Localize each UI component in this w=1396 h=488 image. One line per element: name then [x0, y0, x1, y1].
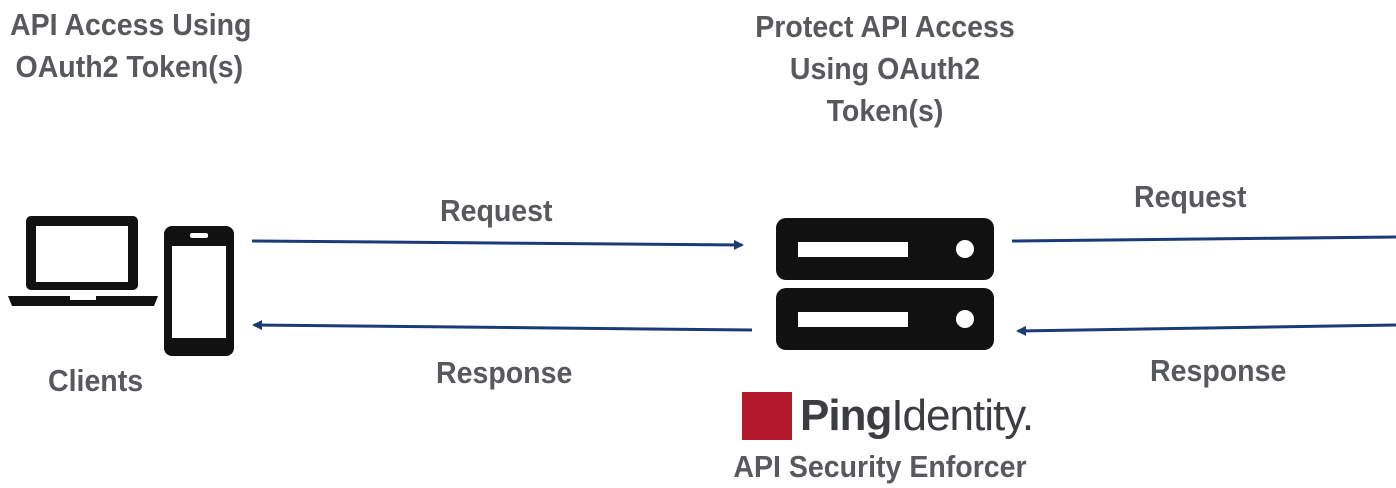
- request-arrow-right: [1011, 235, 1396, 243]
- left-title-line-2: OAuth2 Token(s): [15, 49, 244, 84]
- center-section-title: Protect API Access Using OAuth2 Token(s): [747, 6, 1023, 132]
- response-arrow-right: [1016, 323, 1396, 336]
- server-icon: [776, 218, 994, 350]
- logo-word-bold: Ping: [800, 391, 892, 440]
- response-label-right: Response: [1150, 353, 1287, 388]
- ping-identity-logo: PingIdentity.: [742, 391, 1034, 440]
- request-label-left: Request: [440, 193, 553, 228]
- request-label-right: Request: [1134, 179, 1247, 214]
- enforcer-label: API Security Enforcer: [733, 449, 1027, 484]
- center-title-line-1: Protect API Access: [755, 9, 1015, 44]
- left-title-line-1: API Access Using: [10, 7, 252, 42]
- ping-logo-wordmark: PingIdentity.: [800, 391, 1034, 440]
- left-section-title: API Access Using OAuth2 Token(s): [10, 4, 251, 88]
- ping-logo-mark: [742, 392, 792, 440]
- smartphone-icon: [164, 226, 234, 356]
- clients-label: Clients: [48, 363, 144, 398]
- laptop-icon: [8, 216, 158, 306]
- center-title-line-2: Using OAuth2: [789, 51, 981, 86]
- response-arrow-left: [252, 320, 753, 332]
- request-arrow-left: [251, 239, 744, 250]
- center-title-line-3: Token(s): [826, 93, 944, 128]
- logo-word-light: Identity.: [891, 391, 1034, 440]
- response-label-left: Response: [436, 355, 573, 390]
